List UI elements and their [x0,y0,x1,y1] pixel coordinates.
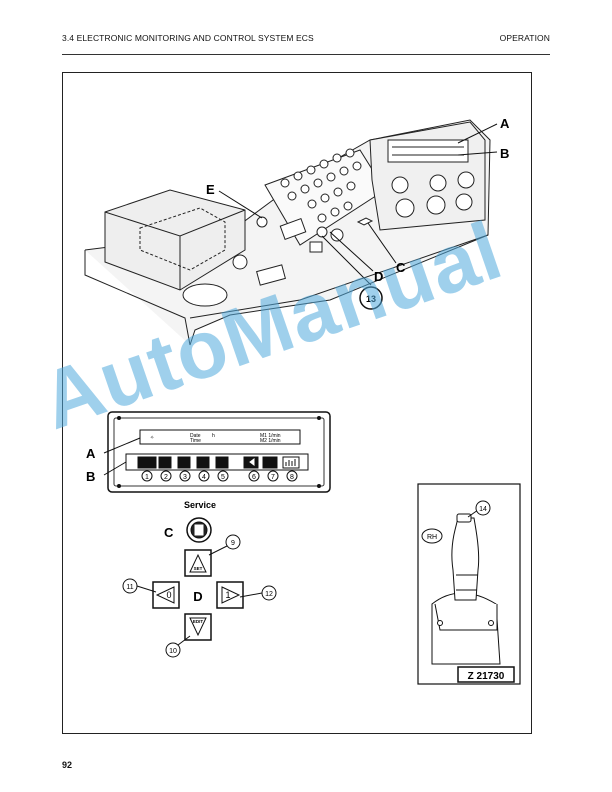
key-number-4: 4 [202,474,206,481]
callout-9: 9 [231,540,235,547]
switch-grid [232,148,374,286]
header-rule [62,54,550,55]
screen-time: Time [190,438,201,444]
key-number-1: 1 [145,474,149,481]
function-keys [137,456,300,469]
right-key-text: 1 [225,590,230,600]
callout-14: 14 [479,506,487,513]
screen-m2: M2 1/min [260,438,281,444]
callout-12: 12 [265,591,273,598]
key-number-5: 5 [221,474,225,481]
callout-E: E [206,182,215,197]
service-button [186,517,212,543]
key-number-2: 2 [164,474,168,481]
panel-callout-A: A [86,446,96,461]
header-section-title: 3.4 ELECTRONIC MONITORING AND CONTROL SY… [62,33,314,43]
callout-B: B [500,146,509,161]
page-number: 92 [62,760,73,770]
callout-11: 11 [126,584,133,591]
graph-key-bars [285,459,296,466]
up-key-text: SET [194,566,203,571]
key-number-circles [141,470,298,482]
top-callout-lines [218,123,498,286]
key-number-6: 6 [252,474,256,481]
display-panel [107,411,331,493]
callout-C-keys: C [164,525,174,540]
figure-frame [62,72,532,734]
panel-callout-B: B [86,469,95,484]
key-callout-lines [136,545,263,646]
header-chapter: OPERATION [499,33,550,43]
down-key-text: EDIT [193,619,204,624]
left-key-text: 0 [166,590,171,600]
rh-label: RH [427,534,437,541]
callout-D: D [374,269,383,284]
callout-10: 10 [169,648,177,655]
callout-13-circle [359,286,383,310]
key-number-8: 8 [290,474,294,481]
figure-ref-box [457,666,515,683]
key-number-3: 3 [183,474,187,481]
joystick-drawing [421,500,501,665]
arrow-key-triangles [155,553,241,637]
gauge-cluster [391,171,475,218]
key-number-7: 7 [271,474,275,481]
callout-D-keys: D [193,589,202,604]
screen-icon: ✧ [150,435,154,441]
service-label: Service [184,500,216,510]
screen-m1: M1 1/min [260,433,281,439]
figure-ref: Z 21730 [468,671,505,682]
callout-C: C [396,260,406,275]
key-callout-circles [122,534,277,658]
panel-callout-lines [103,437,141,476]
callout-13: 13 [366,294,376,304]
screen-date: Date [190,433,201,439]
callout-A: A [500,116,510,131]
screen-h: h [212,433,215,439]
